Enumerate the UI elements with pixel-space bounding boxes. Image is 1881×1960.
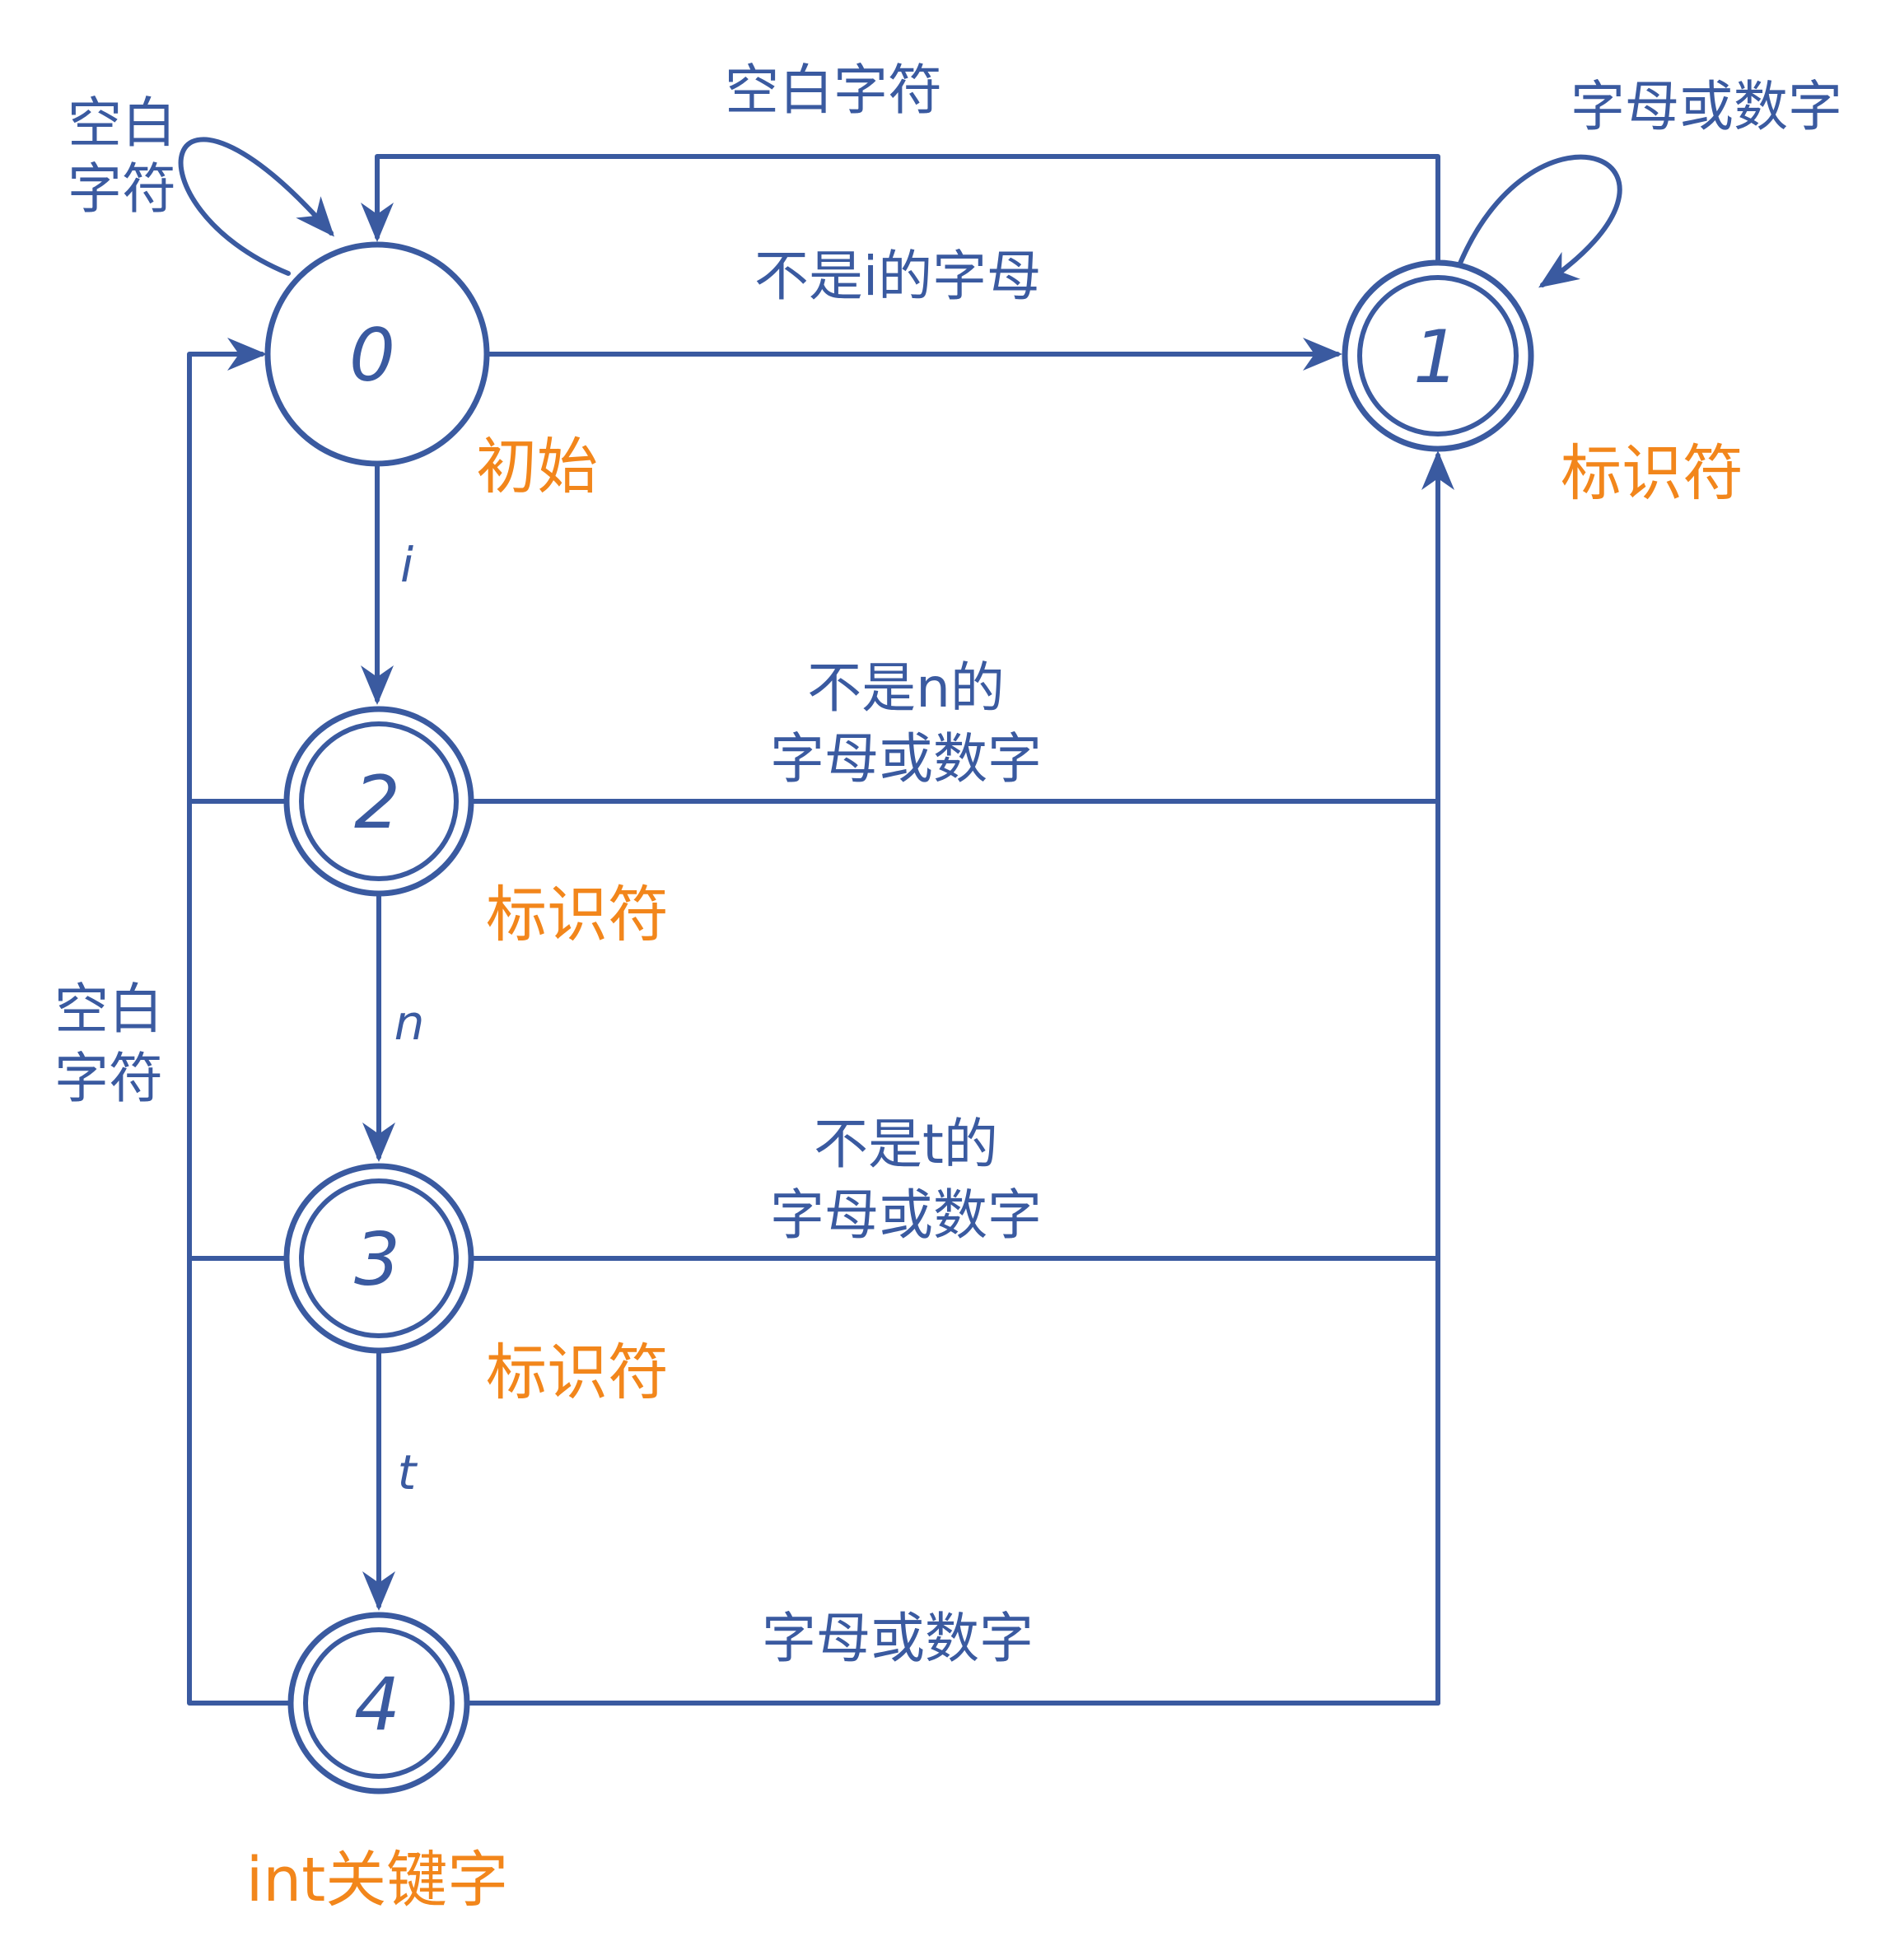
- edge-back-to-s0: [187, 354, 291, 1706]
- state-3-inner-circle: [299, 1178, 459, 1338]
- edge-s2-to-s1-label-line2: 字母或数字: [770, 727, 1042, 791]
- state-3-annotation: 标识符: [486, 1337, 669, 1408]
- state-0-annotation: 初始: [476, 432, 598, 502]
- state-2-annotation: 标识符: [486, 880, 669, 950]
- state-4-number: 4: [354, 1662, 400, 1747]
- edge-s3-to-s1-label-line2: 字母或数字: [770, 1183, 1042, 1247]
- state-1-circle: [1342, 259, 1534, 452]
- state-0-circle: [264, 241, 490, 467]
- edge-s1-to-s0-label: 空白字符: [725, 58, 942, 122]
- edge-s0-self-loop: [178, 137, 334, 276]
- edge-back-to-s0-label-line1: 空白: [54, 978, 163, 1041]
- state-1-number: 1: [1413, 315, 1459, 399]
- state-1-annotation: 标识符: [1561, 438, 1743, 509]
- state-3-number: 3: [354, 1217, 400, 1302]
- state-4-annotation: int关键字: [246, 1845, 508, 1916]
- edge-s0-to-s2-label: i: [400, 537, 413, 593]
- edge-s3-to-s4-label: t: [398, 1444, 418, 1500]
- edge-s1-self-loop: [1457, 154, 1622, 288]
- edge-s0-to-s1-label: 不是i的字母: [754, 245, 1041, 308]
- state-3: 3 标识符: [283, 1163, 669, 1408]
- edge-s2-to-s3-label: n: [394, 995, 425, 1051]
- edge-s1-to-s0: [361, 154, 1440, 264]
- state-3-circle: [283, 1163, 474, 1354]
- edge-s0-self-loop-label-line2: 字符: [68, 157, 176, 221]
- state-4-inner-circle: [303, 1627, 455, 1779]
- state-1-inner-circle: [1357, 275, 1519, 436]
- state-1: 1 标识符: [1342, 259, 1743, 509]
- state-2-number: 2: [354, 760, 400, 845]
- state-0-number: 0: [349, 313, 395, 398]
- edge-s3-to-s1-label-line1: 不是t的: [814, 1113, 998, 1176]
- edge-back-to-s0-label-line2: 字符: [54, 1047, 163, 1110]
- state-2-inner-circle: [299, 721, 459, 881]
- edge-s0-self-loop-label-line1: 空白: [68, 91, 176, 155]
- state-4: 4 int关键字: [246, 1612, 508, 1916]
- edge-s4-to-s1-label: 字母或数字: [762, 1607, 1034, 1670]
- state-2-circle: [283, 706, 474, 897]
- edge-s2-to-s1-label-line1: 不是n的: [807, 656, 1005, 720]
- state-4-circle: [287, 1612, 470, 1794]
- edge-s1-self-loop-label: 字母或数字: [1571, 75, 1842, 138]
- state-2: 2 标识符: [283, 706, 669, 950]
- state-0: 0 初始: [264, 241, 598, 502]
